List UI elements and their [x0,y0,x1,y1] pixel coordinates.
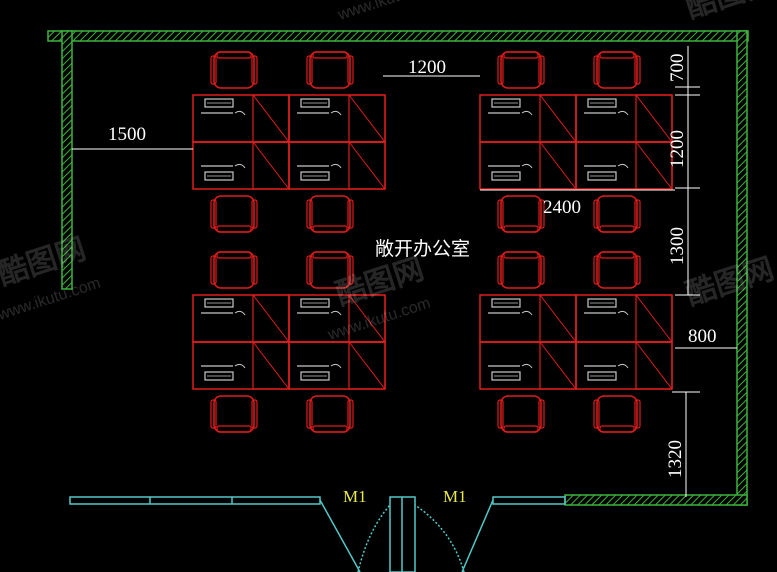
watermarks: 酷图网 www.ikutu.com 酷图网 www.ikutu.com 酷图网 … [0,0,777,344]
watermark-logo: 酷图网 [682,0,777,25]
door-swing-right [461,499,494,572]
keyboard [300,98,330,108]
desk [575,94,673,143]
office-chair [593,51,641,89]
dim-desk-depth: 1200 [667,130,688,168]
office-chair [210,395,258,433]
office-chair [306,395,354,433]
keyboard [491,371,521,381]
dim-side-clearance: 800 [688,326,717,347]
door-swing-left [319,499,361,572]
office-chair [210,251,258,289]
front-partition [69,496,566,572]
desk [479,341,577,390]
keyboard [204,298,234,308]
desk [479,94,577,143]
workstation-cluster [192,51,386,233]
dim-desk-width: 2400 [543,197,581,218]
keyboard [204,171,234,181]
office-chair [306,195,354,233]
desk [575,341,673,390]
workstation-cluster [479,51,673,233]
keyboard [204,371,234,381]
desk [479,294,577,343]
keyboard [204,98,234,108]
keyboard [300,171,330,181]
desk [575,294,673,343]
keyboard [587,371,617,381]
dim-left-clearance: 1500 [108,124,146,145]
partition-left [69,496,321,505]
keyboard [587,298,617,308]
keyboard [587,171,617,181]
office-chair [593,195,641,233]
dim-aisle-gap: 1200 [408,57,446,78]
dimension-lines [72,46,737,497]
office-chair [497,395,545,433]
partition-right [492,496,566,505]
office-chair [210,51,258,89]
wall-top [47,30,749,42]
door-label-left: M1 [343,487,367,506]
office-chair [210,195,258,233]
keyboard [300,371,330,381]
dim-row-spacing: 1300 [667,227,688,265]
desk [288,94,386,143]
wall-left [61,30,73,290]
keyboard [491,171,521,181]
workstation-cluster [479,251,673,433]
desk [288,141,386,190]
room-label: 敞开办公室 [375,238,470,260]
desk [192,94,290,143]
desk [288,341,386,390]
keyboard [491,98,521,108]
office-chair [497,195,545,233]
keyboard [587,98,617,108]
office-chair [497,51,545,89]
office-chair [306,51,354,89]
watermark-url: www.ikutu.com [335,0,443,24]
office-chair [593,395,641,433]
desk [479,141,577,190]
desk [192,341,290,390]
office-chair [593,251,641,289]
office-chair [497,251,545,289]
desk [575,141,673,190]
keyboard [300,298,330,308]
desk [192,141,290,190]
door-label-right: M1 [443,487,467,506]
watermark-logo: 酷图网 [682,252,777,311]
desk [192,294,290,343]
workstation-clusters [192,51,673,433]
office-chair [306,251,354,289]
wall-bottom-right [564,494,748,506]
dim-chair-depth: 700 [667,54,688,83]
dim-front-clearance: 1320 [665,440,686,478]
workstation-cluster [192,251,386,433]
keyboard [491,298,521,308]
